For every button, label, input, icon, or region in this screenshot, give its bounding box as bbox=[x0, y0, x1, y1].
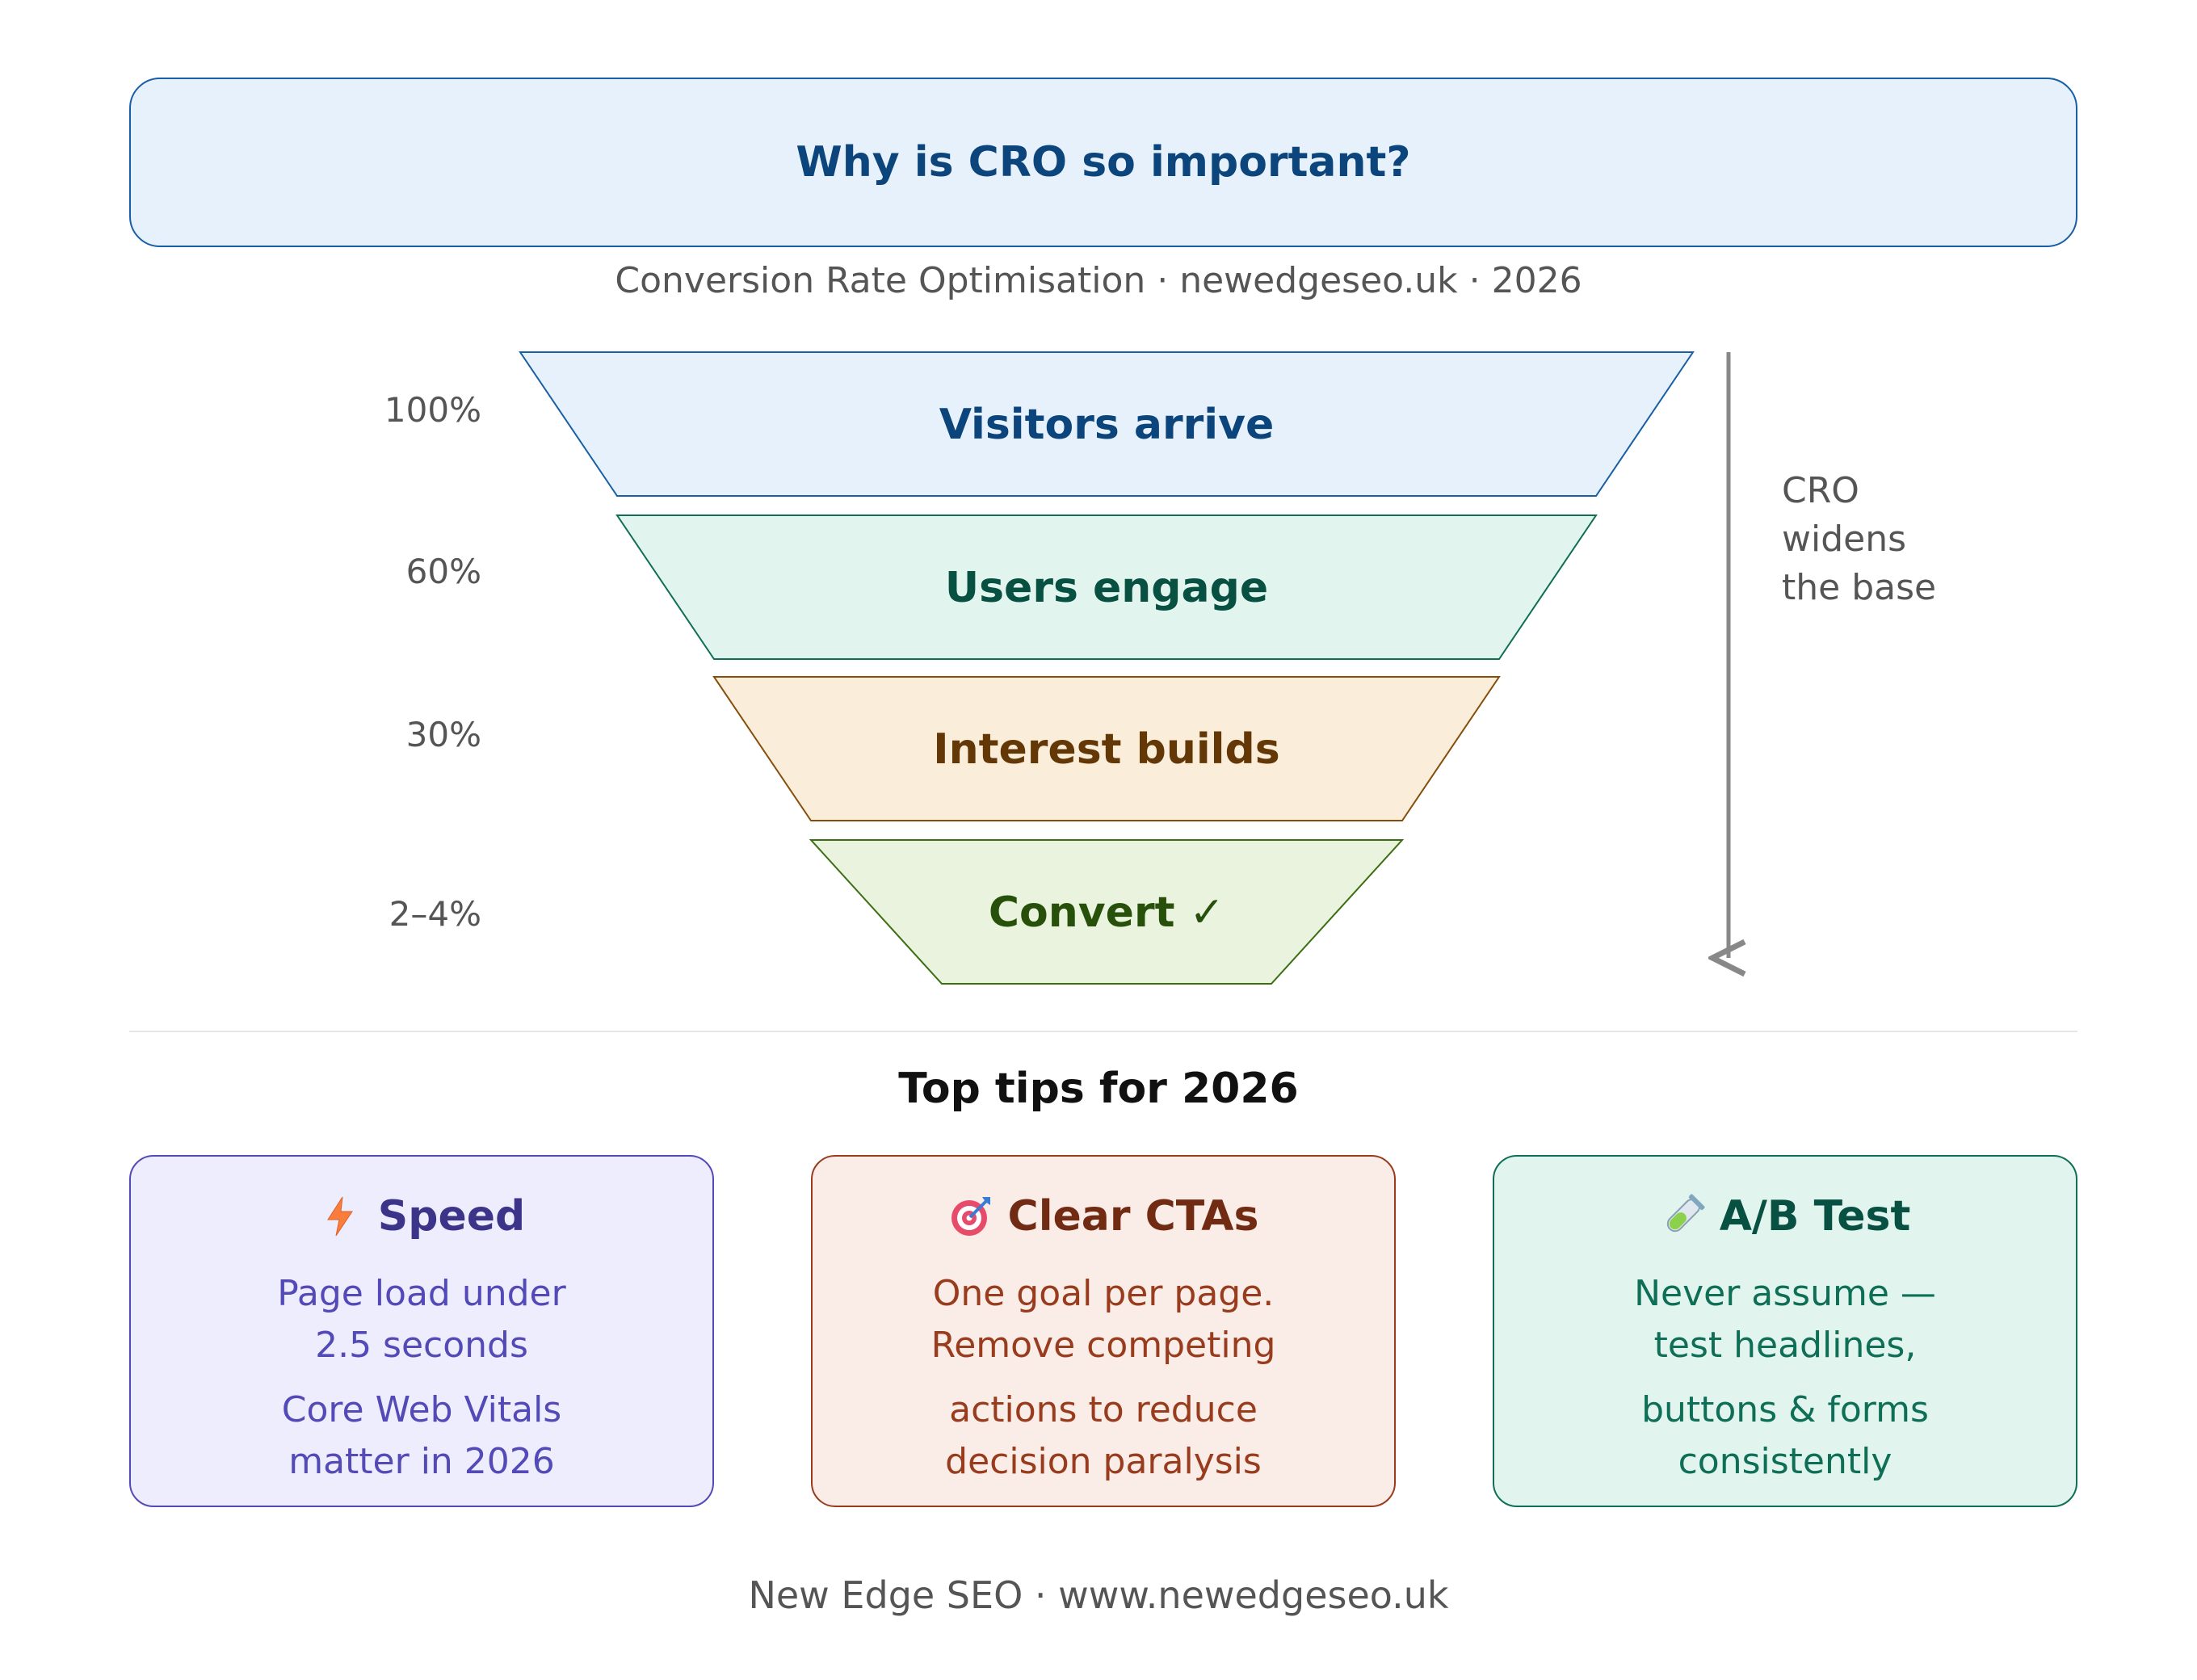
footer: New Edge SEO · www.newedgeseo.uk bbox=[748, 1573, 1449, 1617]
funnel-stage-shape bbox=[615, 514, 1598, 660]
tips-heading: Top tips for 2026 bbox=[898, 1065, 1299, 1113]
lightning-icon bbox=[326, 1196, 353, 1237]
funnel-stage-percent: 2–4% bbox=[389, 894, 481, 934]
tip-line: matter in 2026 bbox=[288, 1441, 555, 1482]
funnel-stage-percent: 100% bbox=[384, 390, 481, 430]
tip-line: Core Web Vitals bbox=[281, 1389, 562, 1430]
tip-line: One goal per page. bbox=[932, 1273, 1275, 1314]
funnel-stage-label: Convert ✓ bbox=[989, 888, 1225, 937]
section-divider bbox=[129, 1031, 2077, 1032]
funnel-stage-label: Interest builds bbox=[933, 725, 1279, 774]
side-note-line-1: CRO bbox=[1782, 470, 1859, 511]
tip-title: Speed bbox=[377, 1192, 526, 1241]
page-subtitle: Conversion Rate Optimisation · newedgese… bbox=[615, 260, 1582, 301]
tip-line: decision paralysis bbox=[945, 1441, 1262, 1482]
tip-line: consistently bbox=[1678, 1441, 1892, 1482]
side-note-line-3: the base bbox=[1782, 567, 1936, 608]
target-icon bbox=[951, 1197, 990, 1236]
tip-line: Page load under bbox=[277, 1273, 566, 1314]
tip-card-clear-ctas: Clear CTAs One goal per page. Remove com… bbox=[811, 1155, 1396, 1507]
funnel-stage-percent: 30% bbox=[406, 715, 481, 754]
tip-line: Remove competing bbox=[930, 1325, 1276, 1366]
tip-title: Clear CTAs bbox=[1007, 1192, 1259, 1241]
tip-line: actions to reduce bbox=[949, 1389, 1258, 1430]
funnel-stage-label: Visitors arrive bbox=[939, 401, 1275, 449]
tip-line: Never assume — bbox=[1634, 1273, 1936, 1314]
side-note-line-2: widens bbox=[1782, 519, 1906, 560]
tip-line: test headlines, bbox=[1653, 1325, 1917, 1366]
tip-card-speed: Speed Page load under 2.5 seconds Core W… bbox=[129, 1155, 714, 1507]
funnel-stage-shape bbox=[809, 839, 1405, 985]
funnel-stage-percent: 60% bbox=[406, 552, 481, 591]
funnel-stage-label: Users engage bbox=[945, 564, 1268, 612]
tip-line: 2.5 seconds bbox=[315, 1325, 528, 1366]
test-tube-icon bbox=[1666, 1194, 1705, 1233]
tip-line: buttons & forms bbox=[1641, 1389, 1929, 1430]
tip-card-ab-test: A/B Test Never assume — test headlines, … bbox=[1493, 1155, 2077, 1507]
funnel-diagram: Visitors arrive 100% Users engage 60% Intere… bbox=[384, 351, 1936, 985]
side-note: CRO widens the base bbox=[1782, 470, 1936, 608]
tip-title: A/B Test bbox=[1719, 1192, 1911, 1241]
title-banner: Why is CRO so important? bbox=[129, 78, 2077, 247]
funnel-stage-shape bbox=[519, 351, 1695, 497]
funnel-stage-shape bbox=[712, 676, 1501, 821]
page-title: Why is CRO so important? bbox=[796, 138, 1411, 187]
